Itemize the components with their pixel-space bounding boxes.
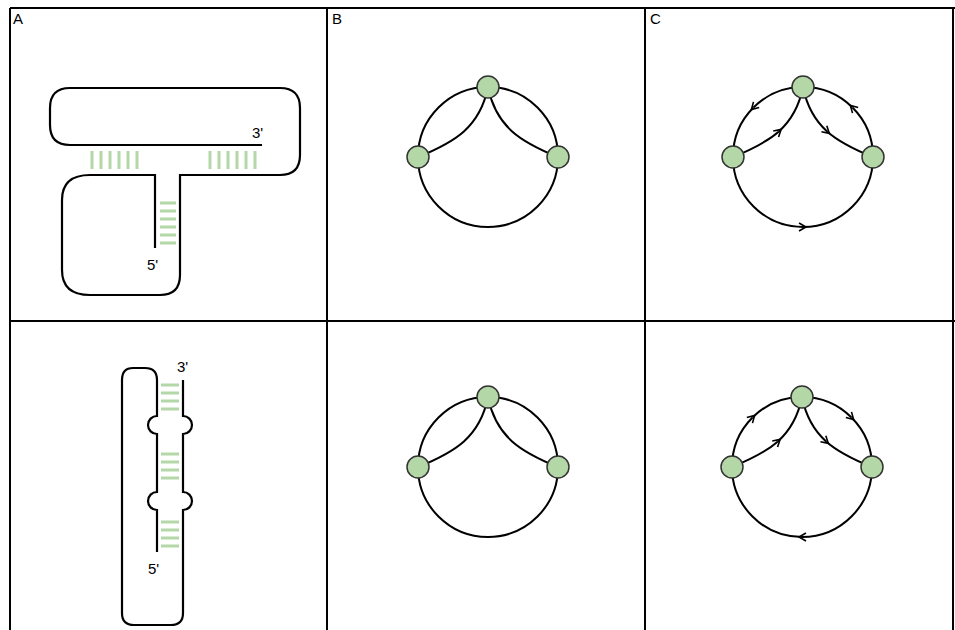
- panel-letter: A: [13, 10, 23, 27]
- graph-directed: [722, 76, 884, 227]
- rna-strand: [50, 88, 300, 295]
- panel-letter: C: [650, 10, 661, 27]
- strand-end-label: 3': [177, 358, 188, 375]
- graph-undirected: [407, 76, 569, 227]
- strand-end-label: 5': [147, 256, 158, 273]
- rna-hairpin: [122, 368, 192, 625]
- panel-letter: B: [332, 10, 342, 27]
- strand-end-label: 3': [252, 124, 263, 141]
- graph-directed: [721, 386, 883, 537]
- panel-grid: [10, 8, 955, 630]
- graph-undirected: [407, 386, 569, 537]
- strand-end-label: 5': [148, 560, 159, 577]
